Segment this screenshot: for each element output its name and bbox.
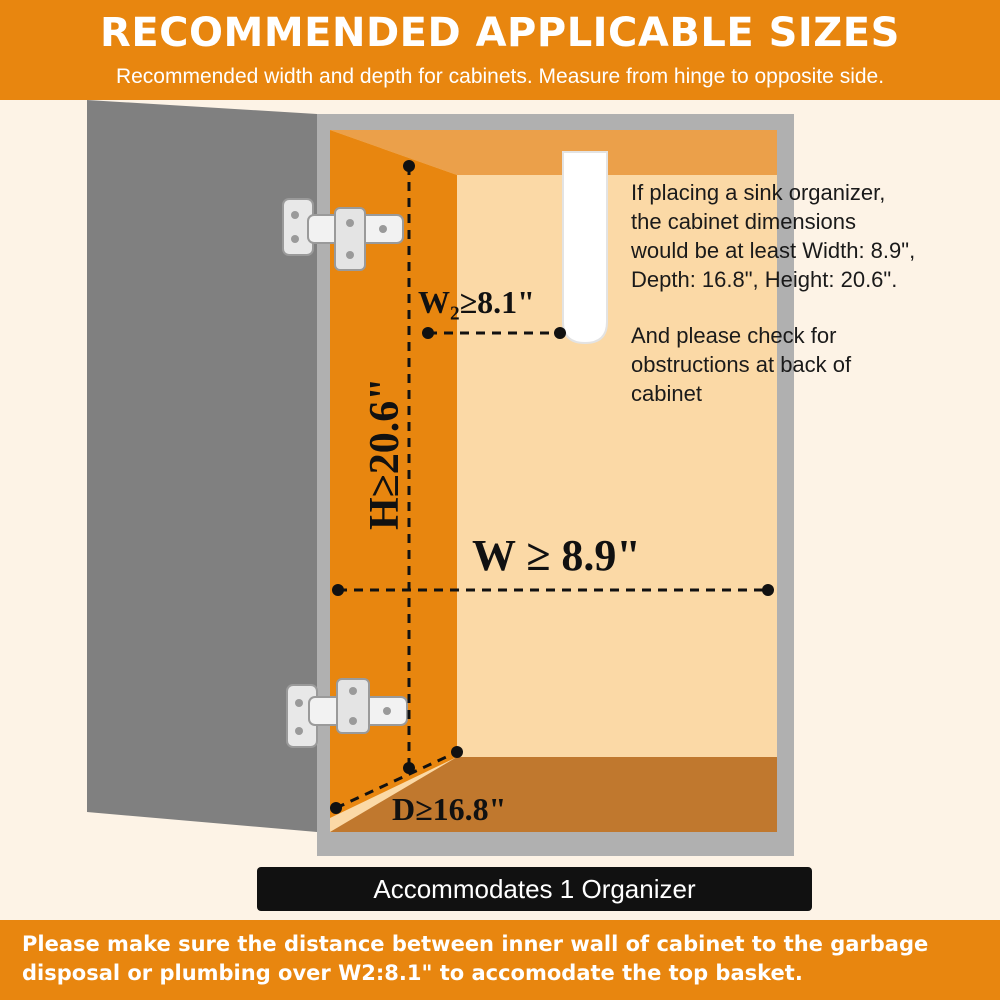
width-label: W ≥ 8.9": [472, 531, 641, 580]
footer-note: Please make sure the distance between in…: [22, 932, 929, 985]
hinge-icon: [282, 198, 404, 271]
hinge-icon: [286, 678, 408, 748]
obstructions-note: And please check for obstructions at bac…: [631, 323, 852, 406]
depth-label: D≥16.8": [392, 791, 506, 827]
cabinet-door: [87, 100, 317, 832]
pipe-icon: [562, 151, 608, 345]
width-dimension-line: [332, 584, 774, 596]
height-dimension-line: [403, 160, 415, 774]
header-banner: RECOMMENDED APPLICABLE SIZES Recommended…: [0, 0, 1000, 100]
organizer-count-badge: Accommodates 1 Organizer: [257, 867, 812, 911]
cabinet-top-wall: [330, 130, 777, 175]
sink-organizer-note: If placing a sink organizer, the cabinet…: [631, 180, 916, 292]
cabinet-side-wall: [330, 130, 457, 818]
page-subtitle: Recommended width and depth for cabinets…: [115, 65, 885, 88]
depth-dimension-line: [330, 746, 463, 814]
footer-banner: Please make sure the distance between in…: [0, 920, 1000, 1000]
w2-label: W₂≥8.1": [418, 284, 535, 320]
height-label: H≥20.6": [362, 377, 408, 530]
cabinet-bottom-shelf: [330, 757, 777, 832]
w2-dimension-line: [422, 327, 566, 339]
page-title: RECOMMENDED APPLICABLE SIZES: [100, 10, 900, 56]
